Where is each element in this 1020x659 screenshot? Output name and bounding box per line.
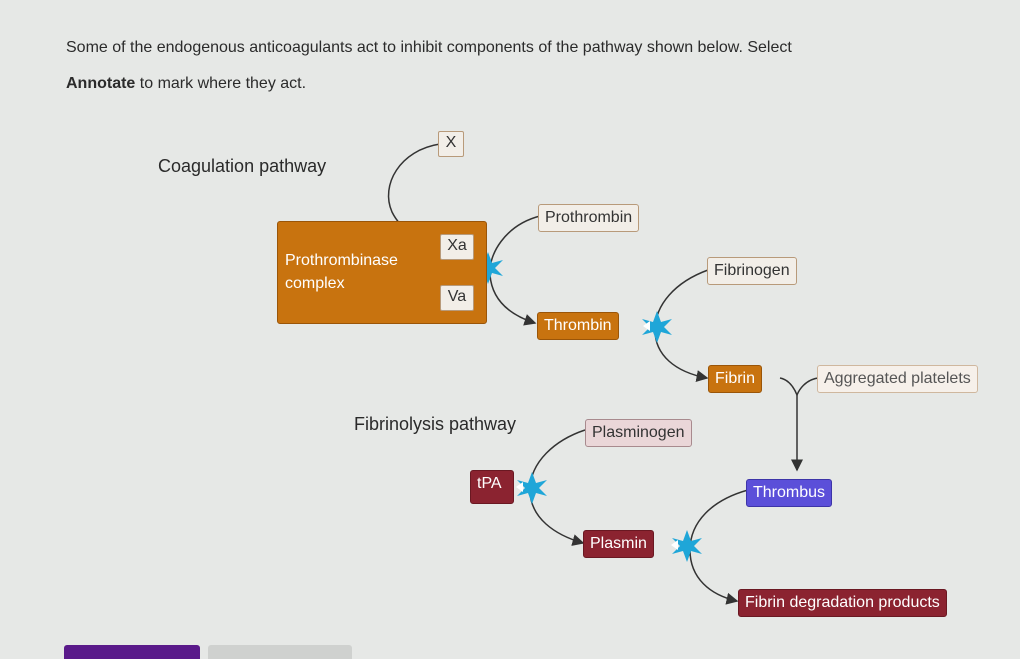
fibrinogen-node[interactable]: Fibrinogen bbox=[707, 257, 797, 285]
fibrin-node[interactable]: Fibrin bbox=[708, 365, 763, 393]
fibrin-degradation-node[interactable]: Fibrin degradation products bbox=[738, 589, 947, 617]
tpa-node[interactable]: tPA bbox=[470, 470, 514, 504]
complex-label-line-2: complex bbox=[285, 275, 345, 292]
catalyst-star-icon bbox=[473, 252, 503, 284]
secondary-button[interactable] bbox=[208, 645, 352, 659]
plasminogen-node[interactable]: Plasminogen bbox=[585, 419, 692, 447]
catalyst-star-icon bbox=[517, 472, 547, 504]
instructions-line-2: Annotate to mark where they act. bbox=[66, 66, 986, 102]
instructions: Some of the endogenous anticoagulants ac… bbox=[66, 30, 986, 102]
thrombus-node[interactable]: Thrombus bbox=[746, 479, 833, 507]
catalyst-star-icon bbox=[672, 530, 702, 562]
complex-label-line-1: Prothrombinase bbox=[285, 252, 398, 269]
coagulation-pathway-title: Coagulation pathway bbox=[158, 156, 327, 176]
factor-xa[interactable]: Xa bbox=[440, 234, 474, 260]
aggregated-platelets-node[interactable]: Aggregated platelets bbox=[817, 365, 978, 393]
thrombin-node[interactable]: Thrombin bbox=[537, 312, 619, 340]
factor-x[interactable]: X bbox=[438, 131, 464, 157]
instructions-line-1: Some of the endogenous anticoagulants ac… bbox=[66, 39, 792, 56]
annotate-keyword: Annotate bbox=[66, 75, 136, 92]
fibrinolysis-pathway-title: Fibrinolysis pathway bbox=[354, 414, 517, 434]
instructions-line-2-rest: to mark where they act. bbox=[135, 75, 307, 92]
factor-va[interactable]: Va bbox=[440, 285, 474, 311]
catalyst-star-icon bbox=[642, 311, 672, 343]
plasmin-node[interactable]: Plasmin bbox=[583, 530, 654, 558]
annotate-button[interactable] bbox=[64, 645, 200, 659]
prothrombin-node[interactable]: Prothrombin bbox=[538, 204, 640, 232]
